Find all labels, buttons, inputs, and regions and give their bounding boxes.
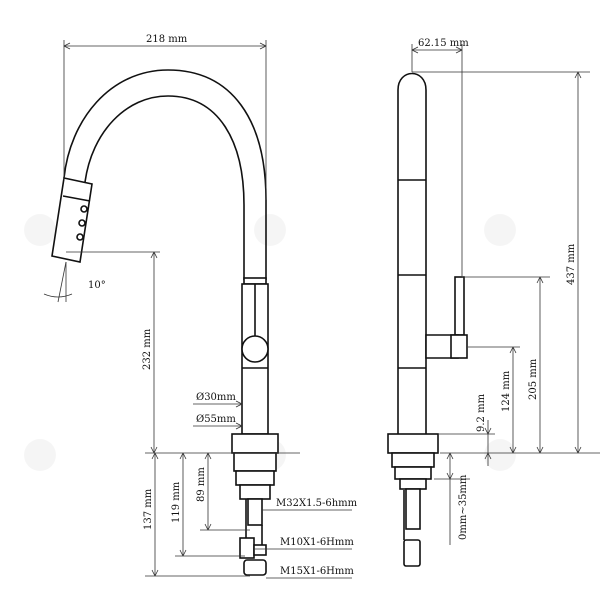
spout-inner (84, 95, 245, 280)
side-dimensions: 62.15 mm 437 mm 205 mm 124 mm 9.2 mm 0mm… (411, 38, 600, 545)
shank-nut (233, 452, 277, 472)
dim-base-thickness-label: 9.2 mm (476, 393, 487, 432)
column (397, 72, 427, 434)
spray-head (51, 177, 93, 263)
dim-spout-height-label: 232 mm (142, 328, 153, 370)
pullout-joint (243, 277, 267, 285)
spout-outer (63, 69, 267, 280)
dim-shank-length-label: 119 mm (171, 481, 182, 523)
lever-handle (454, 276, 465, 336)
hose-fitting-large (243, 559, 267, 576)
shank-thread (247, 498, 263, 526)
dim-base-diameter-label: Ø55mm (196, 414, 236, 425)
dim-body-diameter-label: Ø30mm (196, 392, 236, 403)
dim-thread-depth-label: 89 mm (196, 467, 207, 502)
dim-under-deck-total-label: 137 mm (143, 488, 154, 530)
front-dimensions: 218 mm 10° 232 mm Ø30mm Ø55mm 137 mm 119 (43, 34, 358, 579)
dim-handle-height-label: 205 mm (528, 358, 539, 400)
dim-hose-thread-large-label: M15X1-6Hmm (280, 566, 354, 577)
dim-width-label: 218 mm (146, 34, 188, 45)
dim-max-deck-label: 0mm~35mm (458, 474, 469, 540)
hose-fitting-small (239, 537, 255, 559)
dim-shank-thread-label: M32X1.5-6hmm (276, 498, 358, 509)
deck-base (231, 433, 279, 454)
deck-base-side (387, 433, 439, 454)
front-view (51, 69, 279, 576)
dim-spray-angle-label: 10° (88, 280, 106, 291)
dim-total-height-label: 437 mm (566, 243, 577, 285)
dim-body-lower-label: 124 mm (501, 370, 512, 412)
dim-offset-label: 62.15 mm (418, 38, 469, 49)
handle-knob (241, 335, 269, 363)
side-view (387, 72, 468, 567)
dim-hose-thread-small-label: M10X1-6Hmm (280, 537, 354, 548)
